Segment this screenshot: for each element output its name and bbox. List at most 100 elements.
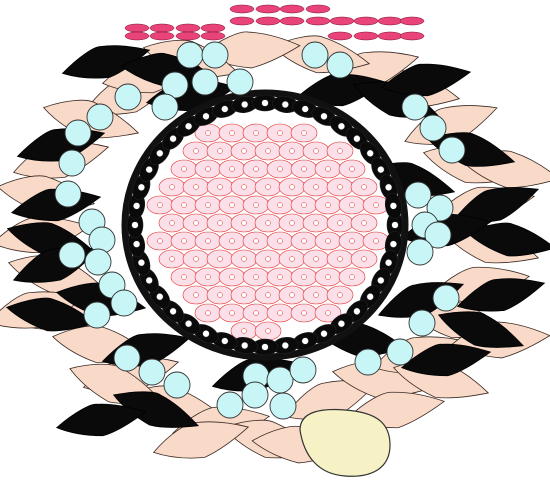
red-bar-cell	[256, 5, 280, 13]
red-bar-cell	[230, 17, 254, 25]
inner-cell	[255, 178, 281, 196]
red-bar-cell	[378, 32, 402, 40]
red-bar-cell	[150, 24, 174, 32]
inner-cell	[351, 214, 377, 232]
inner-cell	[327, 286, 353, 304]
inner-cell	[171, 196, 197, 214]
red-bar-cell	[125, 32, 149, 40]
inner-cell	[207, 142, 233, 160]
inner-cell	[231, 286, 257, 304]
inner-cell	[231, 214, 257, 232]
red-bar-cell	[280, 17, 304, 25]
inner-cell	[267, 196, 293, 214]
blue-cell	[355, 349, 381, 375]
blue-cell	[405, 182, 431, 208]
blue-cell	[55, 181, 81, 207]
inner-cell	[255, 322, 281, 340]
inner-cell	[267, 232, 293, 250]
inner-cell	[315, 268, 341, 286]
inner-cell	[231, 178, 257, 196]
inner-cell	[291, 232, 317, 250]
inner-cell	[159, 178, 185, 196]
yellow-body	[300, 410, 390, 477]
inner-cell	[195, 304, 221, 322]
inner-cell	[147, 232, 173, 250]
blue-cell	[114, 345, 140, 371]
inner-cell	[195, 268, 221, 286]
inner-cell	[219, 232, 245, 250]
inner-cell	[219, 160, 245, 178]
inner-cell	[219, 304, 245, 322]
inner-cell	[243, 124, 269, 142]
blue-cell	[87, 104, 113, 130]
inner-cell	[303, 178, 329, 196]
blue-cell	[164, 372, 190, 398]
inner-cell	[255, 250, 281, 268]
blue-cell	[327, 52, 353, 78]
inner-cell	[183, 178, 209, 196]
follicle	[125, 93, 405, 357]
inner-cell	[339, 268, 365, 286]
inner-cell	[183, 214, 209, 232]
inner-cell	[195, 232, 221, 250]
inner-cell	[291, 124, 317, 142]
blue-cell	[152, 94, 178, 120]
red-bar-cell	[280, 5, 304, 13]
inner-cell	[339, 160, 365, 178]
inner-cell	[291, 304, 317, 322]
blue-cell	[242, 382, 268, 408]
blue-cell	[407, 239, 433, 265]
inner-cell	[243, 196, 269, 214]
inner-cell	[303, 250, 329, 268]
inner-cell	[327, 178, 353, 196]
inner-cell	[279, 214, 305, 232]
blue-cell	[115, 84, 141, 110]
inner-cell	[183, 142, 209, 160]
inner-cell	[159, 250, 185, 268]
inner-cell	[171, 232, 197, 250]
inner-cell	[207, 214, 233, 232]
red-bar-cell	[306, 17, 330, 25]
inner-cell	[315, 196, 341, 214]
blue-cell	[302, 42, 328, 68]
blue-cell	[177, 42, 203, 68]
inner-cell	[267, 268, 293, 286]
inner-cell	[171, 268, 197, 286]
inner-cell	[195, 160, 221, 178]
inner-cell	[243, 160, 269, 178]
inner-cell	[267, 304, 293, 322]
inner-cell	[255, 286, 281, 304]
inner-cell	[351, 250, 377, 268]
blue-cell	[387, 339, 413, 365]
red-bar-cell	[354, 17, 378, 25]
red-bar-cell	[176, 24, 200, 32]
red-bar-cell	[201, 32, 225, 40]
inner-cell	[339, 232, 365, 250]
inner-cell	[183, 250, 209, 268]
inner-cell	[267, 124, 293, 142]
red-bar-cell	[378, 17, 402, 25]
blue-cell	[65, 120, 91, 146]
inner-cell	[255, 214, 281, 232]
inner-cell	[183, 286, 209, 304]
inner-cell	[291, 196, 317, 214]
blue-cell	[227, 69, 253, 95]
inner-cell	[207, 286, 233, 304]
inner-cell	[291, 160, 317, 178]
inner-cell	[171, 160, 197, 178]
blue-cell	[267, 367, 293, 393]
blue-cell	[402, 94, 428, 120]
red-bar-cell	[306, 5, 330, 13]
red-bar-cell	[176, 32, 200, 40]
inner-cell	[231, 142, 257, 160]
blue-cell	[85, 249, 111, 275]
blue-cell	[59, 242, 85, 268]
inner-cell	[219, 268, 245, 286]
inner-cell	[327, 250, 353, 268]
red-bar-cell	[330, 17, 354, 25]
inner-cell	[207, 250, 233, 268]
inner-cell	[279, 286, 305, 304]
inner-cell	[207, 178, 233, 196]
